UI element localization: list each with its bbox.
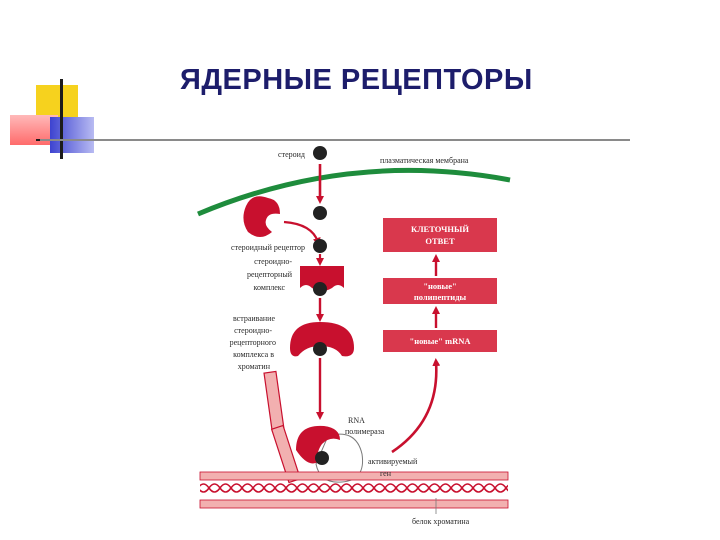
dna-double-helix — [200, 482, 508, 498]
label-activated-gene-1: активируемый — [368, 457, 418, 466]
decor-vertical-line — [60, 79, 63, 159]
label-activated-gene-2: ген — [380, 469, 392, 478]
box-mrna-text: "новые" mRNA — [410, 336, 472, 346]
box-cell-response — [383, 218, 497, 252]
slide-title: ЯДЕРНЫЕ РЕЦЕПТОРЫ — [180, 64, 533, 96]
label-steroid: стероид — [278, 150, 305, 159]
box-polypeptides-line1: "новые" — [423, 281, 456, 291]
plasma-membrane — [197, 167, 511, 217]
steroid-bound — [313, 239, 327, 253]
steroid-in-nucleus — [313, 342, 327, 356]
label-plasma-membrane: плазматическая мембрана — [380, 156, 469, 165]
chromatin-fiber-lower — [270, 424, 302, 484]
label-complex-2: рецепторный — [247, 270, 293, 279]
box-polypeptides-line2: полипептиды — [414, 292, 467, 302]
label-rna: RNA — [348, 416, 365, 425]
label-complex-3: комплекс — [254, 283, 286, 292]
box-new-polypeptides — [383, 278, 497, 304]
steroid-molecule — [313, 146, 327, 160]
label-integration-1: встраивание — [233, 314, 275, 323]
label-complex-1: стероидно- — [254, 257, 292, 266]
decor-blue-square — [50, 117, 94, 153]
chromatin-fiber-upper — [263, 370, 285, 432]
steroid-in-complex — [313, 282, 327, 296]
chromatin-strand-bottom — [199, 499, 509, 509]
label-steroid-receptor: стероидный рецептор — [231, 243, 305, 252]
complex-in-nucleus — [290, 322, 354, 357]
arrow-transcription — [391, 358, 441, 454]
steroid-receptor-complex — [300, 266, 344, 291]
box-response-line1: КЛЕТОЧНЫЙ — [411, 224, 469, 234]
label-integration-3: рецепторного — [230, 338, 276, 347]
steroid-receptor-shape — [243, 196, 280, 237]
box-response-line2: ОТВЕТ — [425, 236, 455, 246]
label-chromatin-protein: белок хроматина — [412, 517, 470, 526]
bound-receptor-complex — [296, 425, 340, 464]
chromatin-strand-top — [199, 471, 509, 481]
steroid-inside-cell — [313, 206, 327, 220]
title-rule — [40, 139, 630, 141]
label-integration-4: комплекса в — [233, 350, 274, 359]
label-polymerase: полимераза — [345, 427, 385, 436]
arrow-receptor-binding — [283, 220, 321, 246]
label-integration-2: стероидно- — [234, 326, 272, 335]
steroid-on-gene — [315, 451, 329, 465]
box-new-mrna — [383, 330, 497, 352]
label-integration-5: хроматин — [238, 362, 271, 371]
